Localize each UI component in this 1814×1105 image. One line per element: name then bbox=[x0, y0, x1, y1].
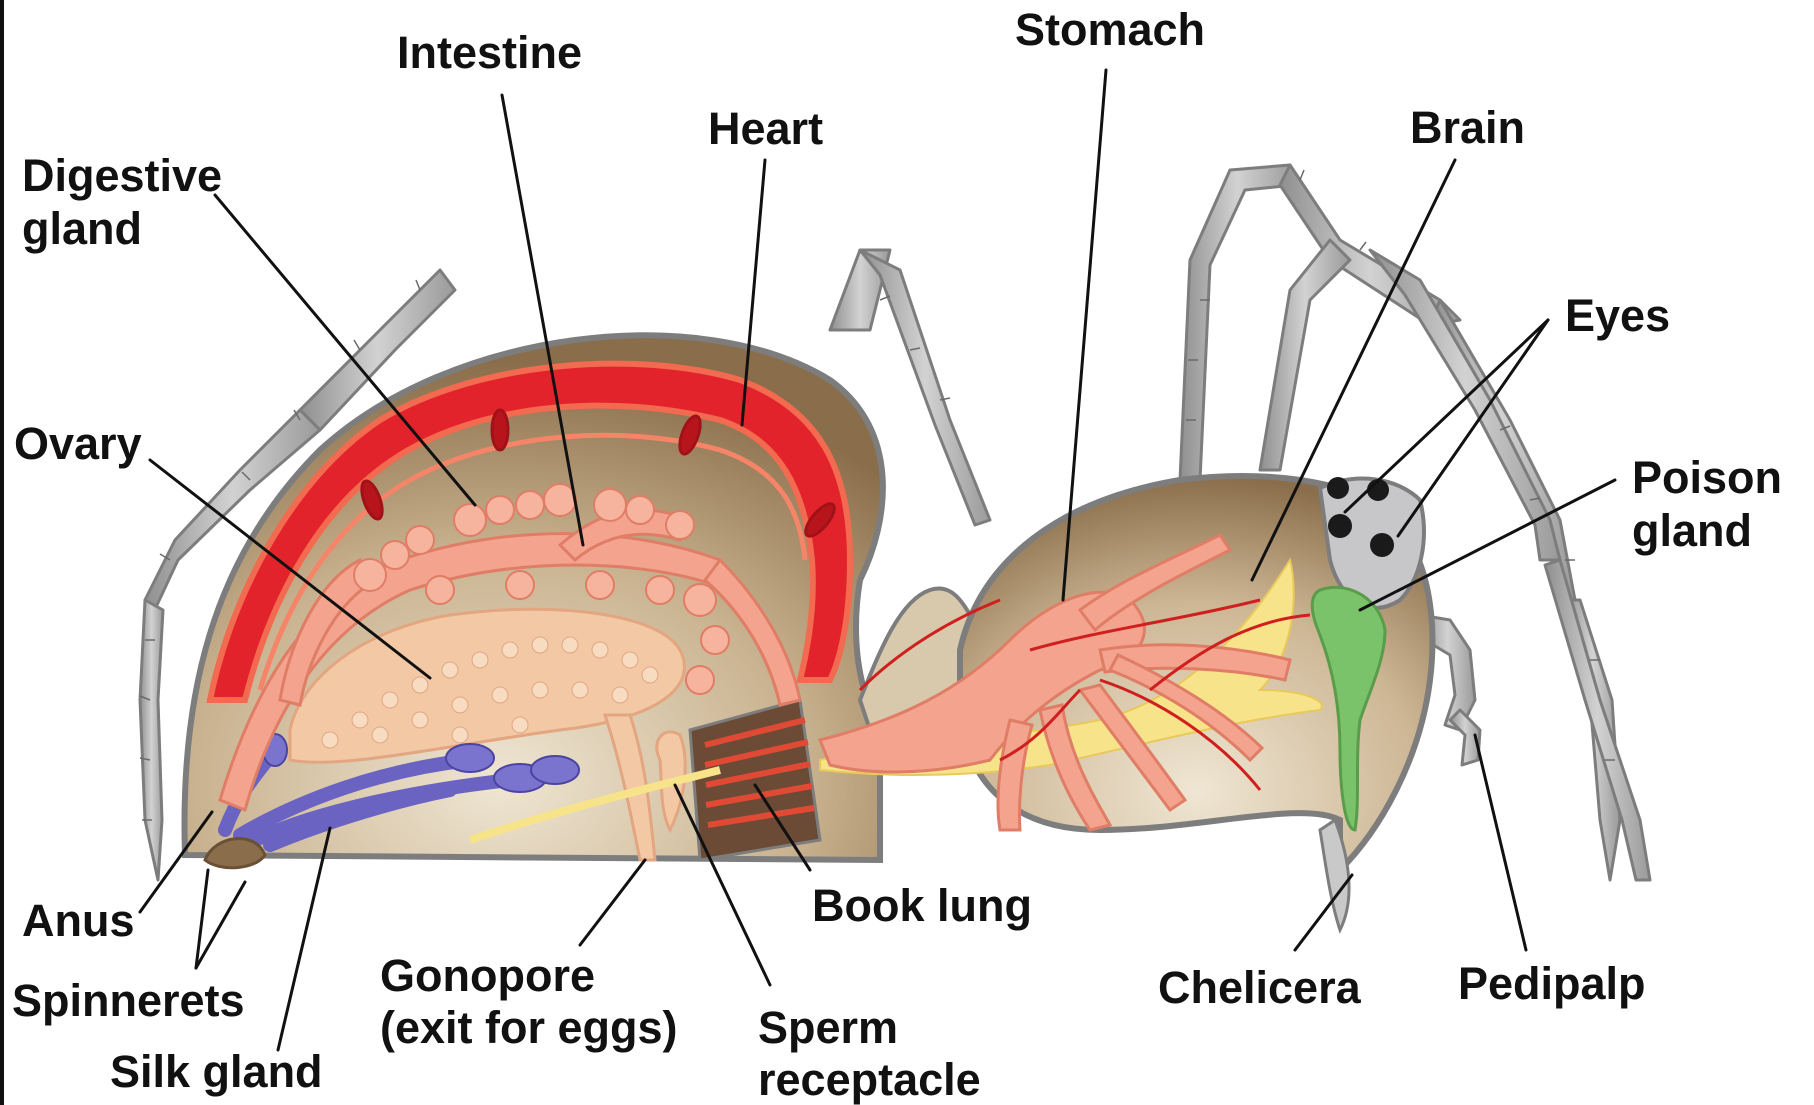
leader-eyes-2 bbox=[1398, 320, 1548, 536]
leader-stomach bbox=[1063, 70, 1106, 600]
leader-anus bbox=[140, 812, 212, 912]
label-ovary: Ovary bbox=[14, 418, 142, 469]
leader-spinnerets-2 bbox=[196, 882, 245, 968]
leader-poison-gland bbox=[1360, 480, 1615, 610]
label-silk-gland: Silk gland bbox=[110, 1046, 323, 1097]
label-poison-gland-line2: gland bbox=[1632, 505, 1752, 556]
label-brain: Brain bbox=[1410, 102, 1525, 153]
leader-pedipalp bbox=[1475, 735, 1526, 950]
label-sperm-receptacle-line2: receptacle bbox=[758, 1054, 981, 1105]
label-gonopore-line2: (exit for eggs) bbox=[380, 1002, 678, 1053]
leader-heart bbox=[742, 160, 765, 425]
leader-ovary bbox=[150, 460, 430, 678]
label-intestine: Intestine bbox=[397, 27, 582, 78]
label-heart: Heart bbox=[708, 103, 823, 154]
label-stomach: Stomach bbox=[1015, 4, 1205, 55]
leader-sperm-receptacle bbox=[675, 785, 770, 985]
leader-digestive-gland bbox=[215, 195, 475, 505]
label-eyes: Eyes bbox=[1565, 290, 1670, 341]
label-digestive-gland-line1: Digestive bbox=[22, 150, 222, 201]
label-sperm-receptacle-line1: Sperm bbox=[758, 1002, 898, 1053]
label-digestive-gland-line2: gland bbox=[22, 203, 142, 254]
leader-brain bbox=[1252, 160, 1455, 580]
leader-eyes-1 bbox=[1345, 320, 1548, 512]
label-pedipalp: Pedipalp bbox=[1458, 958, 1646, 1009]
leader-spinnerets-1 bbox=[196, 870, 208, 968]
leader-book-lung bbox=[755, 785, 810, 870]
leader-intestine bbox=[502, 95, 583, 545]
label-spinnerets: Spinnerets bbox=[12, 975, 245, 1026]
label-chelicera: Chelicera bbox=[1158, 962, 1361, 1013]
label-book-lung: Book lung bbox=[812, 880, 1032, 931]
label-anus: Anus bbox=[22, 895, 135, 946]
label-poison-gland-line1: Poison bbox=[1632, 452, 1782, 503]
leader-silk-gland bbox=[278, 828, 330, 1050]
leader-chelicera bbox=[1295, 875, 1352, 950]
leader-gonopore bbox=[580, 860, 645, 945]
label-gonopore-line1: Gonopore bbox=[380, 950, 595, 1001]
